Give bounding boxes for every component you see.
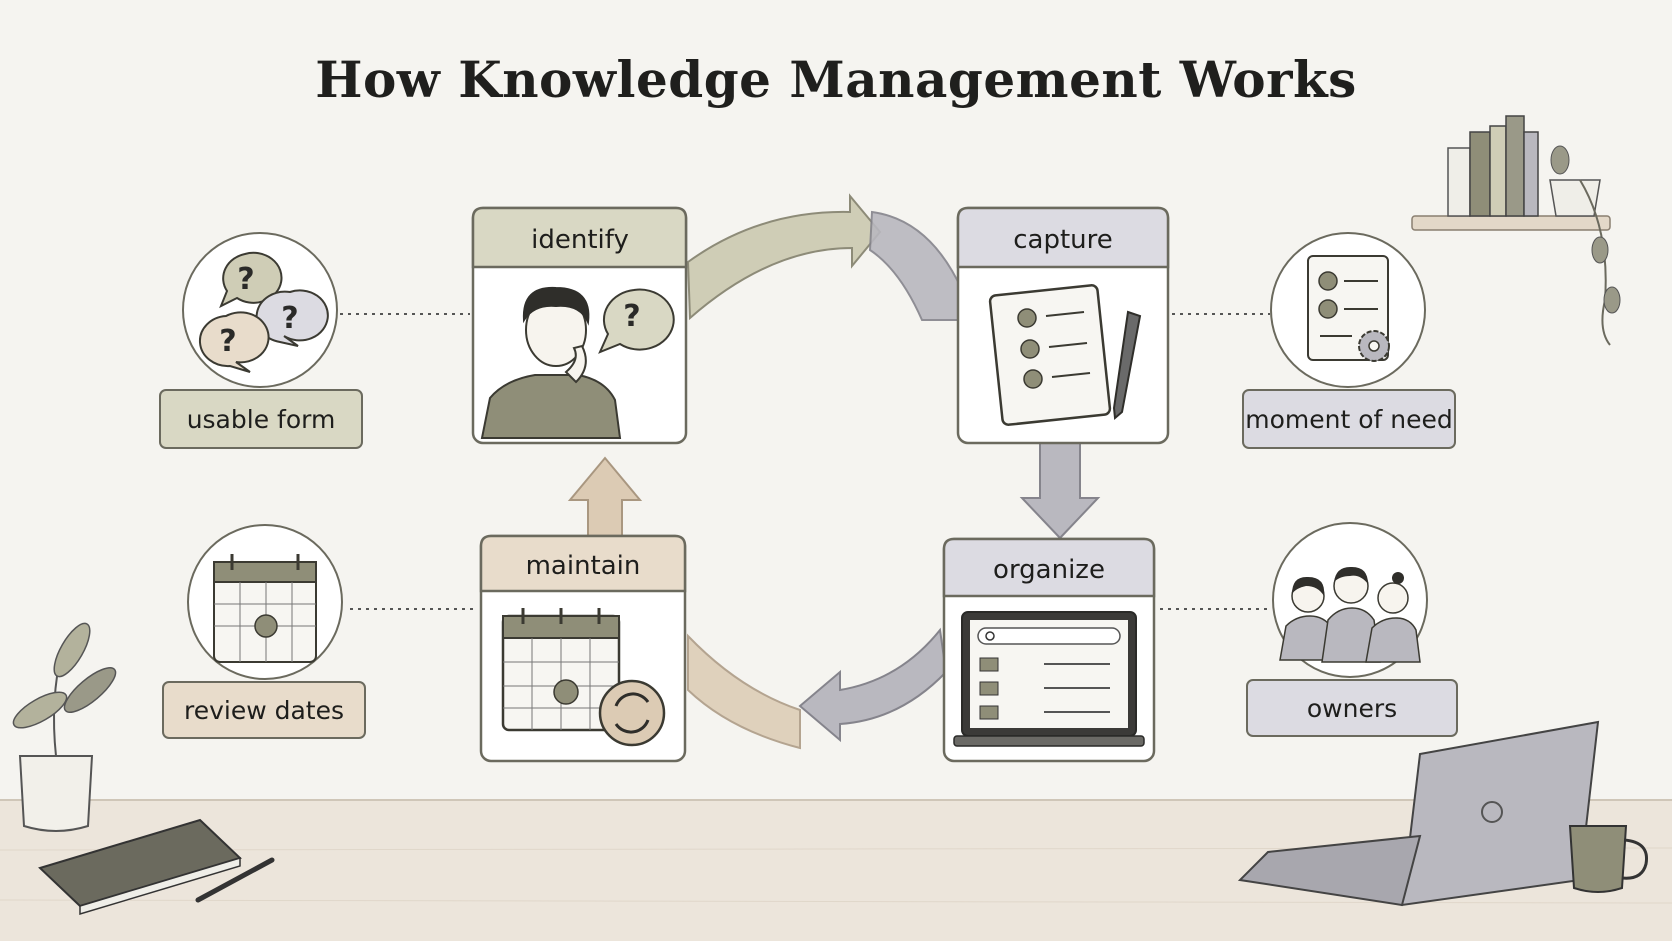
mug-decor (1568, 825, 1649, 893)
pen-icon (1112, 310, 1142, 421)
thinking-person-icon (480, 286, 622, 439)
note-label-moment-of-need: moment of need (1245, 405, 1453, 434)
step-card-identify[interactable]: identify ? (471, 206, 688, 445)
note-usable-form: ? ? ? usable form (159, 232, 363, 449)
arrow-maintain-to-identify (567, 456, 643, 537)
note-review-dates: review dates (162, 524, 366, 739)
dotted-connectors (340, 313, 1270, 610)
arrow-maintain-arc (687, 633, 801, 750)
svg-text:?: ? (281, 301, 298, 336)
arrow-organize-to-maintain (798, 627, 948, 743)
calendar-check-icon (213, 554, 317, 663)
notebook-checklist-icon (988, 284, 1112, 426)
svg-text:?: ? (237, 262, 254, 297)
step-title-capture: capture (1013, 225, 1113, 255)
page-title: How Knowledge Management Works (315, 50, 1357, 109)
note-moment-of-need: moment of need (1242, 232, 1456, 449)
checklist-gear-icon (1307, 255, 1390, 362)
arrow-capture-down (1019, 442, 1101, 540)
step-card-organize[interactable]: organize (942, 537, 1156, 763)
bookshelf-decor (1411, 115, 1621, 346)
step-title-identify: identify (531, 225, 629, 255)
question-bubbles-icon: ? ? ? (199, 251, 329, 373)
svg-text:?: ? (219, 324, 236, 359)
calendar-icon (501, 608, 621, 732)
svg-text:?: ? (623, 299, 640, 334)
note-label-owners: owners (1307, 694, 1397, 723)
note-owners: owners (1246, 522, 1458, 737)
plant-decor (12, 622, 117, 832)
step-card-maintain[interactable]: maintain (479, 534, 687, 763)
step-title-maintain: maintain (526, 551, 641, 581)
arrow-capture-to-organize (868, 210, 963, 321)
laptop-files-icon (953, 611, 1145, 747)
notebook-decor (38, 818, 275, 916)
people-group-icon (1279, 566, 1421, 663)
note-label-usable-form: usable form (187, 405, 336, 434)
refresh-icon (598, 679, 666, 747)
note-label-review-dates: review dates (184, 696, 344, 725)
step-card-capture[interactable]: capture (956, 206, 1170, 445)
step-title-organize: organize (993, 555, 1105, 585)
arrow-identify-to-capture (686, 193, 882, 321)
laptop-decor (1237, 720, 1600, 907)
question-bubble-icon: ? (598, 288, 675, 354)
